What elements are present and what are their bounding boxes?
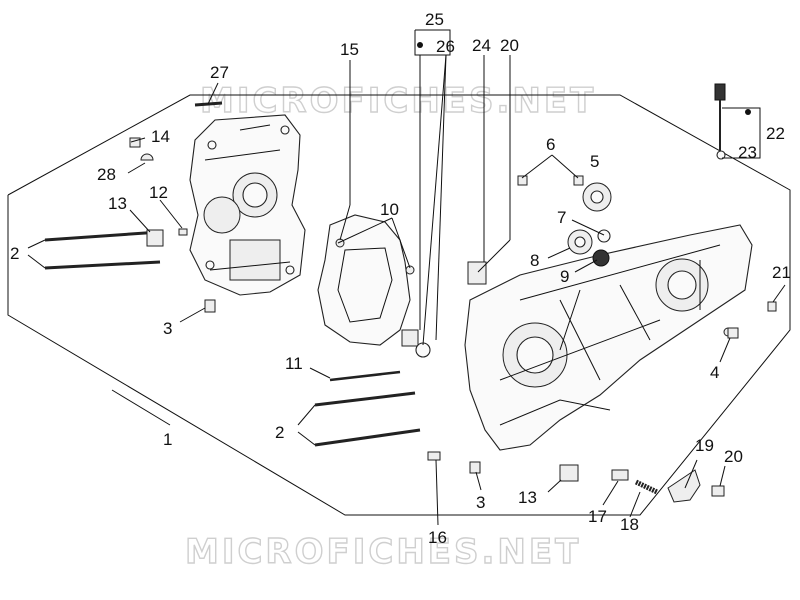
- callout-26: 26: [436, 37, 455, 56]
- crankcase-gasket: [317, 214, 415, 346]
- callout-2-right: 2: [275, 423, 284, 442]
- callout-4: 4: [710, 363, 719, 382]
- callout-5: 5: [590, 152, 599, 171]
- callout-6: 6: [546, 135, 555, 154]
- callout-1: 1: [163, 430, 172, 449]
- callout-20-top: 20: [500, 36, 519, 55]
- right-studs: [314, 370, 421, 447]
- callout-13-right: 13: [518, 488, 537, 507]
- callout-22: 22: [766, 124, 785, 143]
- watermark-top: MICROFICHES.NET: [200, 81, 596, 121]
- callout-21: 21: [772, 263, 791, 282]
- assembly-outline: [7, 94, 791, 516]
- callout-3-left: 3: [163, 319, 172, 338]
- callout-20-bottom: 20: [724, 447, 743, 466]
- callout-19: 19: [695, 436, 714, 455]
- callout-16: 16: [428, 528, 447, 547]
- leader-lines: [27, 29, 786, 526]
- callout-11: 11: [285, 354, 303, 373]
- small-parts: [129, 83, 777, 503]
- right-crankcase-half: [464, 224, 753, 451]
- callout-24: 24: [472, 36, 491, 55]
- callout-9: 9: [560, 267, 569, 286]
- callout-2-left: 2: [10, 244, 19, 263]
- left-studs: [44, 230, 161, 270]
- callout-23: 23: [738, 143, 757, 162]
- callout-17: 17: [588, 507, 607, 526]
- callout-3-right: 3: [476, 493, 485, 512]
- callout-15: 15: [340, 40, 359, 59]
- watermark-bottom: MICROFICHES.NET: [185, 532, 581, 572]
- callout-25: 25: [425, 10, 444, 29]
- callout-18: 18: [620, 515, 639, 534]
- left-crankcase-half: [189, 114, 306, 296]
- callout-12: 12: [149, 183, 168, 202]
- callout-labels: 1 2 2 3 3 4 5 6 7 8 9 10 11 12 13 13 14 …: [10, 10, 791, 547]
- callout-13-left: 13: [108, 194, 127, 213]
- callout-14: 14: [151, 127, 170, 146]
- callout-27: 27: [210, 63, 229, 82]
- callout-8: 8: [530, 251, 539, 270]
- callout-10: 10: [380, 200, 399, 219]
- callout-28: 28: [97, 165, 116, 184]
- callout-7: 7: [557, 208, 566, 227]
